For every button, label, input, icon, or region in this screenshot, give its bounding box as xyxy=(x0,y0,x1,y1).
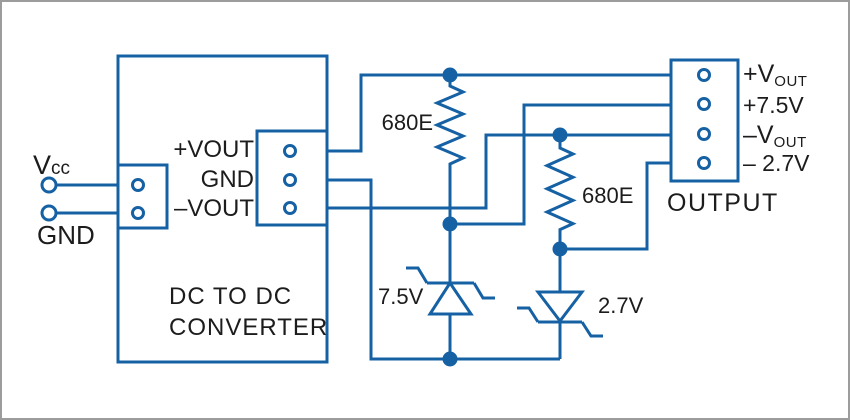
converter-pin-label-minus-vout: –VOUT xyxy=(173,195,254,222)
wire-plus-7v5-tap xyxy=(450,103,671,226)
wire-plus-vout-rail xyxy=(327,73,671,153)
converter-name-line1: DC TO DC xyxy=(169,283,293,310)
output-pin-plus-vout xyxy=(697,68,711,82)
vcc-label: Vcc xyxy=(33,152,70,179)
output-pin3-main: –V xyxy=(743,121,774,149)
wire-gnd-bottom-rail xyxy=(327,178,560,361)
output-pin-label-minus-2v7: – 2.7V xyxy=(743,150,810,176)
output-pin-label-minus-vout: –VOUT xyxy=(743,121,807,151)
output-pin3-sub: OUT xyxy=(773,134,807,151)
zener-2v7-label: 2.7V xyxy=(598,293,644,318)
gnd-terminal xyxy=(40,204,58,222)
output-pin-plus-7v5 xyxy=(697,97,711,111)
resistor-r1 xyxy=(433,75,467,224)
output-pin-minus-2v7 xyxy=(697,156,711,170)
junction-dot xyxy=(442,351,458,367)
resistor-r1-label: 680E xyxy=(381,110,433,135)
resistor-r2 xyxy=(543,135,577,249)
junction-dot xyxy=(552,127,568,143)
output-pin1-sub: OUT xyxy=(774,73,808,90)
vcc-label-main: V xyxy=(33,150,52,180)
wire-minus-vout-rail xyxy=(327,133,671,210)
vcc-terminal xyxy=(40,176,58,194)
input-connector-pin-1 xyxy=(131,178,145,192)
converter-pin-plus-vout xyxy=(283,144,297,158)
wire-minus-2v7-tap xyxy=(560,161,671,251)
output-title: OUTPUT xyxy=(667,189,779,217)
output-pin-label-plus-7v5: +7.5V xyxy=(743,92,804,118)
vcc-label-sub: cc xyxy=(51,158,71,179)
converter-pin-minus-vout xyxy=(283,201,297,215)
junction-dot xyxy=(552,241,568,257)
zener-7v5-label: 7.5V xyxy=(378,284,424,309)
zener-diode-2v7 xyxy=(517,249,603,359)
converter-pin-gnd xyxy=(283,173,297,187)
input-connector-pin-2 xyxy=(131,206,145,220)
converter-pin-label-plus-vout: +VOUT xyxy=(173,136,254,163)
output-pin-label-plus-vout: +VOUT xyxy=(743,60,808,90)
output-pin-minus-vout xyxy=(697,127,711,141)
junction-dot xyxy=(442,67,458,83)
resistor-r2-label: 680E xyxy=(582,183,634,208)
junction-dot xyxy=(442,216,458,232)
output-pin1-main: +V xyxy=(743,60,775,88)
converter-pin-label-gnd: GND xyxy=(200,166,254,193)
gnd-input-label: GND xyxy=(37,220,95,250)
converter-name-line2: CONVERTER xyxy=(169,314,329,341)
